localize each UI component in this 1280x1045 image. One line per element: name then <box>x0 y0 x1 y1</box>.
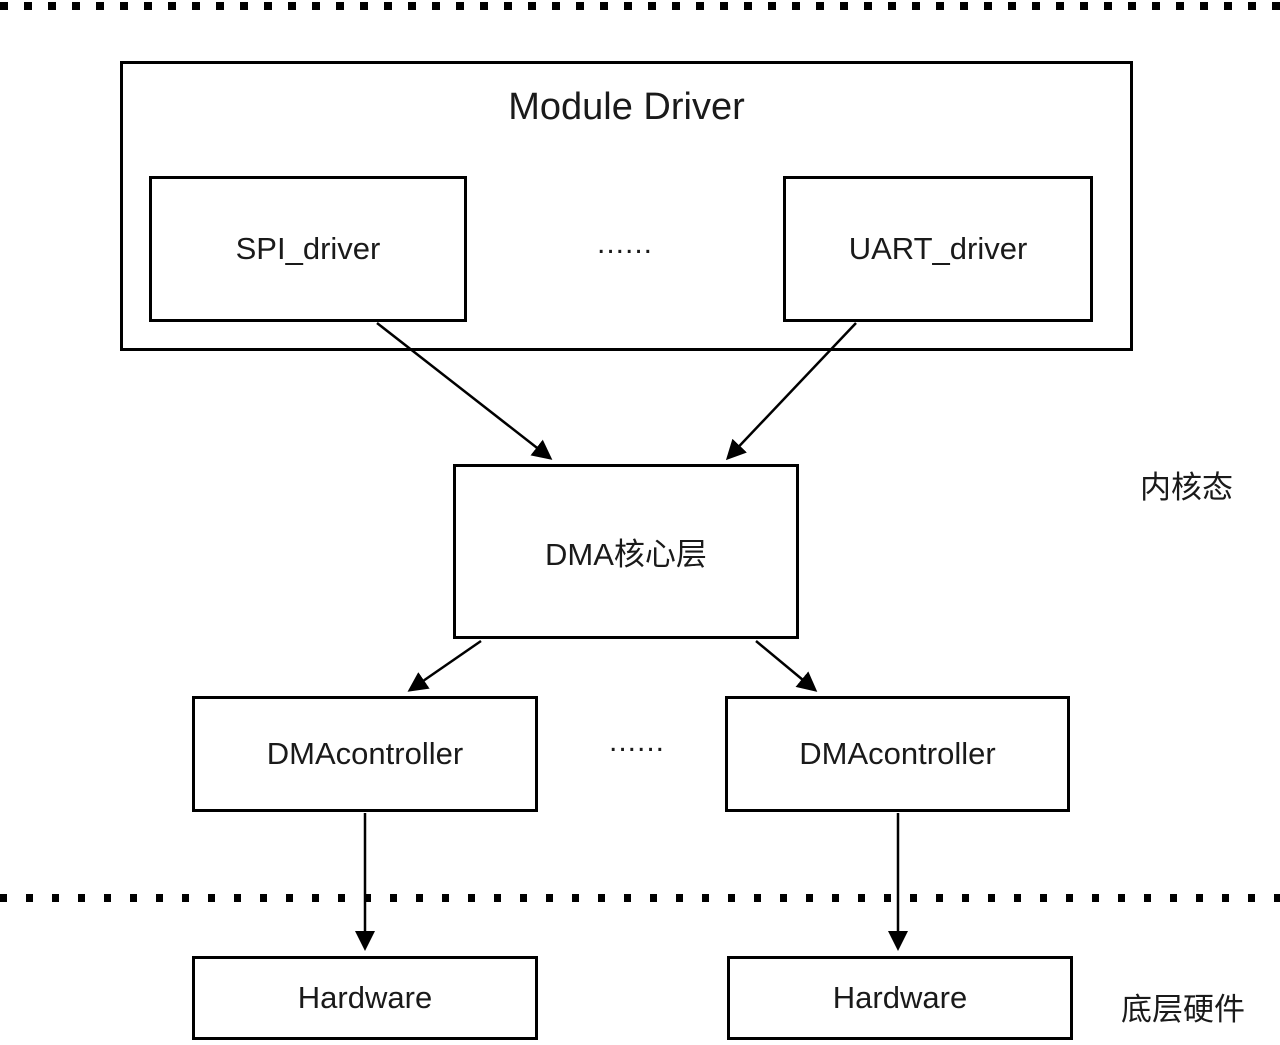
kernel-hardware-boundary-dotted-line <box>0 894 1280 902</box>
hardware-box-left: Hardware <box>192 956 538 1040</box>
uart-driver-label: UART_driver <box>848 231 1028 266</box>
hardware-box-right: Hardware <box>727 956 1073 1040</box>
dma-core-layer-box: DMA核心层 <box>453 464 799 639</box>
hardware-label-right: Hardware <box>832 980 968 1015</box>
dma-controller-label-right: DMAcontroller <box>799 736 996 771</box>
dma-core-layer-label: DMA核心层 <box>545 537 707 572</box>
dma-controller-box-left: DMAcontroller <box>192 696 538 812</box>
dma-controller-label-left: DMAcontroller <box>266 736 464 771</box>
controllers-ellipsis: ...... <box>608 725 665 758</box>
arrow-dma-core-to-controller-left <box>407 639 482 692</box>
hardware-label-left: Hardware <box>297 980 433 1015</box>
uart-driver-box: UART_driver <box>783 176 1093 322</box>
arrow-dma-core-to-controller-right <box>755 640 818 692</box>
kernel-mode-label: 内核态 <box>1140 470 1233 505</box>
hardware-layer-label: 底层硬件 <box>1121 992 1245 1027</box>
drivers-ellipsis: ...... <box>596 227 653 260</box>
dma-controller-box-right: DMAcontroller <box>725 696 1070 812</box>
spi-driver-label: SPI_driver <box>235 231 381 266</box>
module-driver-title: Module Driver <box>508 86 745 128</box>
top-boundary-dotted-line <box>0 2 1280 10</box>
spi-driver-box: SPI_driver <box>149 176 467 322</box>
